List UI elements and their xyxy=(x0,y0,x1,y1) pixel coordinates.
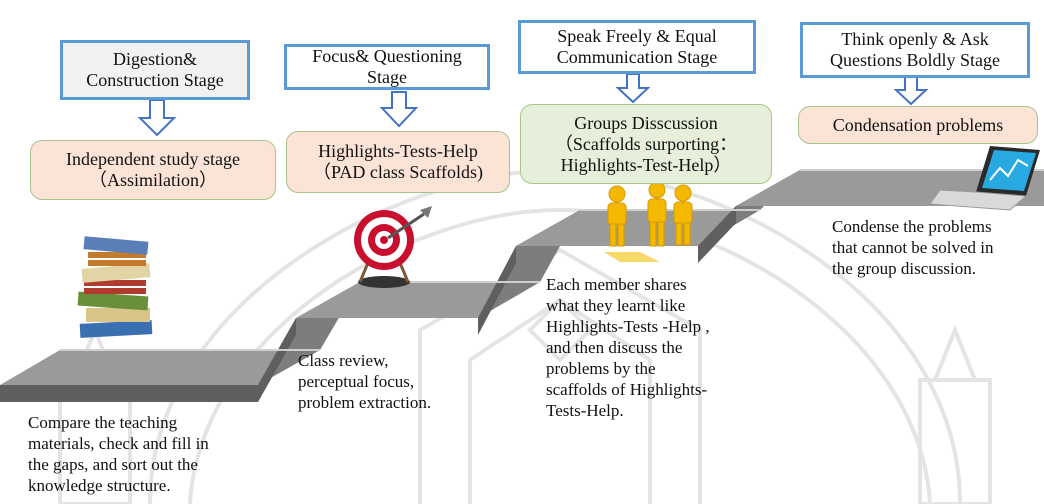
description-speak-freely: Each member shares what they learnt like… xyxy=(546,274,710,421)
description-line: the group discussion. xyxy=(832,259,977,278)
activity-line: （Assimilation） xyxy=(88,170,217,190)
activity-line: Highlights-Tests-Help xyxy=(318,141,478,161)
description-line: scaffolds of Highlights- xyxy=(546,380,708,399)
description-line: what they learnt like xyxy=(546,296,686,315)
stage-title-line: Think openly & Ask xyxy=(841,29,989,49)
stage-title-speak-freely: Speak Freely & Equal Communication Stage xyxy=(518,20,756,74)
description-line: problems by the xyxy=(546,359,656,378)
books-stack-icon xyxy=(77,236,153,338)
description-think-openly: Condense the problems that cannot be sol… xyxy=(832,216,993,279)
description-focus: Class review, perceptual focus, problem … xyxy=(298,350,431,413)
laptop-chart-icon xyxy=(929,146,1040,211)
down-arrow-icon xyxy=(615,73,651,104)
target-arrow-icon xyxy=(354,206,432,288)
down-arrow-icon xyxy=(893,75,929,106)
stage-title-think-openly: Think openly & Ask Questions Boldly Stag… xyxy=(800,22,1030,78)
description-line: Each member shares xyxy=(546,275,687,294)
activity-line: Highlights-Test-Help） xyxy=(560,154,732,175)
description-digestion: Compare the teaching materials, check an… xyxy=(28,412,209,496)
activity-line: Independent study stage xyxy=(66,149,240,169)
description-line: and then discuss the xyxy=(546,338,683,357)
description-line: Tests-Help. xyxy=(546,401,624,420)
description-line: materials, check and fill in xyxy=(28,434,209,453)
stage-title-digestion-construction: Digestion& Construction Stage xyxy=(60,40,250,100)
down-arrow-icon xyxy=(137,99,177,137)
description-line: Compare the teaching xyxy=(28,413,178,432)
description-line: Class review, xyxy=(298,351,389,370)
activity-line: Groups Disscussion xyxy=(574,112,718,133)
staircase xyxy=(0,169,1044,402)
activity-condensation-problems: Condensation problems xyxy=(798,106,1038,144)
description-line: Highlights-Tests -Help , xyxy=(546,317,710,336)
activity-line: （PAD class Scaffolds) xyxy=(313,162,483,182)
stage-title-line: Speak Freely & Equal xyxy=(557,26,717,46)
description-line: Condense the problems xyxy=(832,217,992,236)
stage-title-line: Construction Stage xyxy=(86,70,224,90)
activity-line: Condensation problems xyxy=(832,114,1004,135)
description-line: problem extraction. xyxy=(298,393,432,412)
people-group-icon xyxy=(604,181,693,262)
description-line: the gaps, and sort out the xyxy=(28,455,198,474)
description-line: knowledge structure. xyxy=(28,476,171,495)
stage-title-line: Questions Boldly Stage xyxy=(830,50,1000,70)
stage-title-line: Digestion& xyxy=(113,49,197,69)
description-line: that cannot be solved in xyxy=(832,238,994,257)
stage-title-line: Communication Stage xyxy=(556,47,718,67)
stage-title-line: Stage xyxy=(367,67,407,87)
activity-line: （Scaffolds surporting： xyxy=(554,133,738,154)
description-line: perceptual focus, xyxy=(298,372,415,391)
stage-title-line: Focus& Questioning xyxy=(312,46,462,66)
activity-highlights-tests-help: Highlights-Tests-Help （PAD class Scaffol… xyxy=(286,131,510,193)
stage-title-focus-questioning: Focus& Questioning Stage xyxy=(284,44,490,90)
activity-independent-study: Independent study stage （Assimilation） xyxy=(30,140,276,200)
activity-groups-discussion: Groups Disscussion （Scaffolds surporting… xyxy=(520,104,772,184)
down-arrow-icon xyxy=(379,91,419,128)
